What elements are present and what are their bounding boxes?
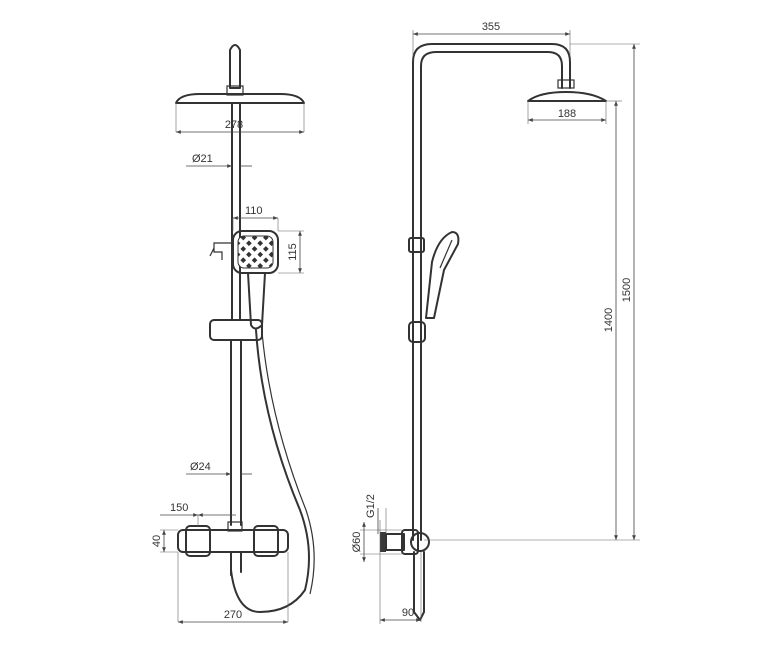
side-wall-plate [380, 532, 386, 552]
dim-side-wall-offset: 90 [402, 607, 414, 619]
dim-side-arm-reach: 355 [482, 21, 500, 33]
front-hand-shower-nozzles [237, 235, 274, 269]
side-arm [412, 43, 571, 541]
dim-side-thread: G1/2 [365, 494, 377, 518]
dim-side-head-depth: 188 [558, 108, 576, 120]
front-mixer-knob-right [253, 525, 279, 557]
front-hand-shower-head [232, 230, 279, 274]
dim-side-height-1400: 1400 [603, 308, 615, 332]
dim-side-height-1500: 1500 [621, 278, 633, 302]
side-shower-head [527, 91, 607, 102]
front-view: 278 Ø21 110 115 Ø24 150 40 270 [151, 44, 315, 624]
front-shower-head [175, 93, 305, 104]
dim-front-handshower-height: 115 [287, 243, 299, 261]
side-view: 355 188 1400 1500 G1/2 Ø60 90 [351, 21, 640, 624]
side-knob [410, 532, 430, 552]
dim-front-mixer-spacing: 150 [170, 502, 188, 514]
front-slider-lever [209, 242, 232, 260]
front-hose [230, 329, 310, 613]
side-holder [408, 321, 426, 343]
side-connector [401, 529, 419, 555]
dim-front-head-width: 278 [225, 119, 243, 131]
front-head-connector [226, 85, 244, 96]
dim-front-mixer-width: 270 [224, 609, 242, 621]
front-top-arm [229, 44, 241, 89]
dim-front-mixer-height: 40 [151, 535, 163, 547]
front-mixer-body [177, 529, 289, 553]
dim-front-bar-diameter: Ø24 [190, 461, 211, 473]
side-hand-shower [425, 231, 460, 319]
front-holder [209, 319, 263, 341]
side-slider [408, 237, 425, 253]
dim-front-handshower-width: 110 [245, 205, 263, 217]
dim-front-pipe-diameter: Ø21 [192, 153, 213, 165]
dim-side-connector-diameter: Ø60 [351, 532, 363, 553]
